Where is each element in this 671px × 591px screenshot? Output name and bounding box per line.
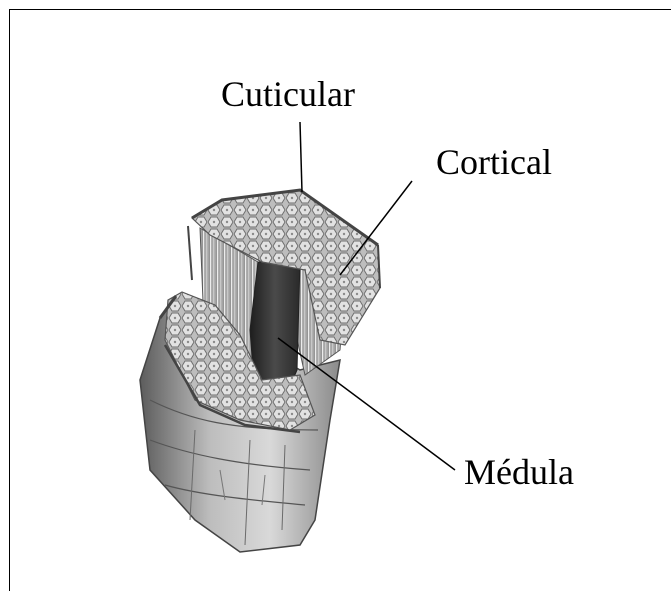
label-cortical: Cortical bbox=[436, 144, 552, 180]
label-cuticular: Cuticular bbox=[221, 76, 355, 112]
label-medula: Médula bbox=[464, 454, 574, 490]
cuticular-leader bbox=[300, 122, 302, 192]
